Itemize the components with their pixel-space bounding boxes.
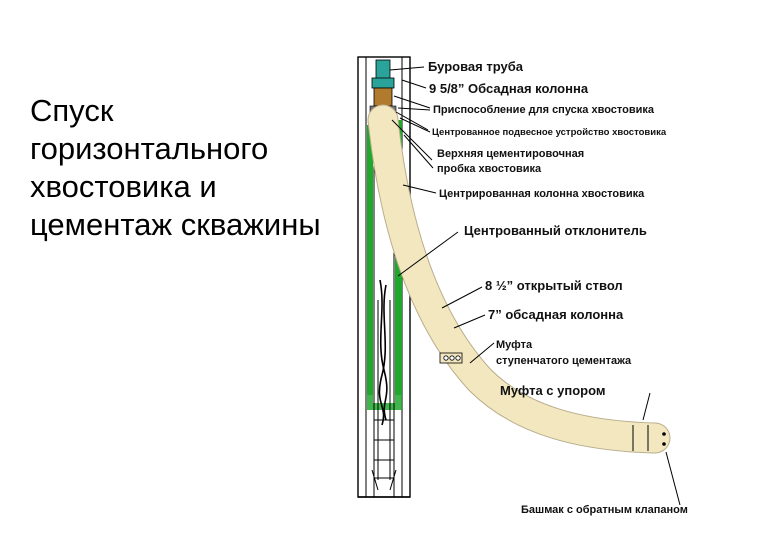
label-casing-9-5-8: 9 5/8” Обсадная колонна [429, 81, 589, 96]
title-line-4: цементаж скважины [30, 207, 321, 242]
drill-pipe [371, 59, 395, 89]
title-line-1: Спуск [30, 93, 114, 128]
label-liner-hanger: Центрованное подвесное устройство хвосто… [432, 127, 667, 138]
float-shoe-mark [662, 432, 666, 446]
label-drill-pipe: Буровая труба [428, 59, 524, 74]
stage-collar-marks [439, 352, 463, 364]
label-stage-collar-line-1: Муфта [496, 339, 533, 351]
title-line-3: хвостовика и [30, 169, 217, 204]
label-top-plug-line-1: Верхняя цементировочная [437, 148, 584, 160]
label-landing-collar: Муфта с упором [500, 383, 606, 398]
slide-title: Спуск горизонтального хвостовика и цемен… [30, 92, 350, 244]
label-top-plug-line-2: пробка хвостовика [437, 163, 542, 175]
leader-lines [389, 66, 681, 506]
label-float-shoe: Башмак с обратным клапаном [521, 504, 688, 516]
label-casing-7: 7” обсадная колонна [488, 307, 624, 322]
label-whipstock: Центрованный отклонитель [464, 223, 647, 238]
cemented-lateral-fill [368, 105, 670, 453]
label-centered-liner: Центрированная колонна хвостовика [439, 188, 645, 200]
label-open-hole: 8 ½” открытый ствол [485, 278, 623, 293]
label-stage-collar-line-2: ступенчатого цементажа [496, 355, 632, 367]
landing-collar-marks [632, 425, 649, 451]
label-running-tool: Приспособление для спуска хвостовика [433, 104, 655, 116]
title-line-2: горизонтального [30, 131, 269, 166]
